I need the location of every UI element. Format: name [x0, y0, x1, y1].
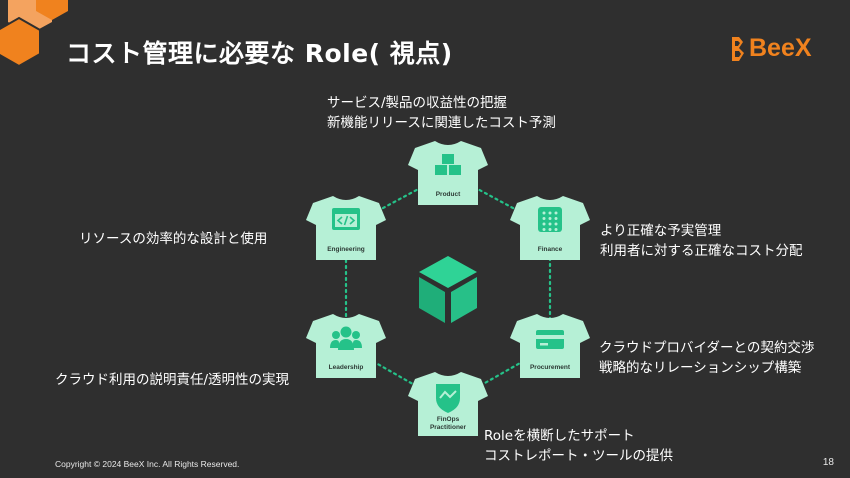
person-head-left	[332, 331, 340, 339]
finance-description: より正確な予実管理 利用者に対する正確なコスト分配	[600, 221, 803, 261]
procurement-description: クラウドプロバイダーとの契約交渉 戦略的なリレーションシップ構築	[599, 338, 814, 378]
box-left	[435, 165, 447, 175]
page-title: コスト管理に必要な Role( 視点)	[66, 39, 453, 68]
box-right	[449, 165, 461, 175]
role-finance-label: Finance	[538, 246, 563, 253]
boxes-icon	[435, 154, 461, 175]
hexagon-accent	[36, 0, 68, 20]
finance-description-line-2: 利用者に対する正確なコスト分配	[600, 243, 803, 259]
copyright-text: Copyright © 2024 BeeX Inc. All Rights Re…	[55, 459, 240, 469]
calculator-key	[548, 217, 552, 220]
procurement-description-line-2: 戦略的なリレーションシップ構築	[599, 360, 802, 376]
card-stripe	[536, 335, 564, 339]
procurement-description-line-1: クラウドプロバイダーとの契約交渉	[599, 340, 815, 356]
product-description: サービス/製品の収益性の把握 新機能リリースに関連したコスト予測	[327, 93, 556, 133]
leadership-description-line-1: クラウド利用の説明責任/透明性の実現	[55, 372, 290, 388]
card-body	[536, 330, 564, 349]
person-body-right	[353, 340, 362, 348]
box-top	[442, 154, 454, 164]
engineering-description-line-1: リソースの効率的な設計と使用	[79, 231, 268, 247]
person-body-center	[338, 339, 354, 350]
finops-description-line-2: コストレポート・ツールの提供	[484, 448, 673, 464]
calculator-key	[542, 222, 546, 226]
leadership-description: クラウド利用の説明責任/透明性の実現	[55, 370, 289, 390]
finance-description-line-1: より正確な予実管理	[600, 223, 722, 239]
cube-left	[419, 277, 445, 323]
role-procurement-label: Procurement	[530, 364, 571, 371]
calculator-key	[554, 222, 558, 226]
person-head-center	[340, 326, 352, 338]
role-leadership-label: Leadership	[329, 364, 364, 371]
logo-text: BeeX	[749, 34, 812, 62]
role-procurement: Procurement	[510, 314, 590, 378]
role-finops-label-2: Practitioner	[430, 424, 467, 431]
role-finance: Finance	[510, 196, 590, 260]
person-body-left	[330, 340, 339, 348]
role-engineering-label: Engineering	[327, 246, 365, 253]
role-product-label: Product	[436, 191, 461, 198]
calculator-key	[554, 228, 558, 231]
shirt-shape	[408, 141, 488, 205]
beex-logo: BeeX	[729, 34, 812, 63]
cube-icon	[419, 256, 477, 323]
role-product: Product	[408, 141, 488, 205]
product-description-line-2: 新機能リリースに関連したコスト予測	[327, 115, 556, 131]
calculator-key	[542, 228, 546, 231]
calculator-key	[542, 217, 546, 220]
code-brackets	[336, 215, 356, 226]
calculator-key	[554, 211, 558, 215]
engineering-description: リソースの効率的な設計と使用	[79, 229, 267, 249]
code-icon	[332, 208, 360, 230]
hexagon-mid	[0, 16, 41, 68]
page-number: 18	[822, 457, 834, 468]
role-finops-label: FinOps	[437, 416, 460, 423]
shield-trend	[439, 390, 457, 399]
person-head-right	[352, 331, 360, 339]
calculator-key	[548, 222, 552, 226]
finops-description: Roleを横断したサポート コストレポート・ツールの提供	[484, 426, 673, 466]
product-description-line-1: サービス/製品の収益性の把握	[327, 95, 508, 111]
role-engineering: Engineering	[306, 196, 386, 260]
calculator-key	[542, 211, 546, 215]
credit-card-icon	[536, 330, 564, 349]
shield-body	[436, 384, 460, 413]
cube-right	[451, 277, 477, 323]
calculator-icon	[538, 207, 562, 232]
role-leadership: Leadership	[306, 314, 386, 378]
calculator-key	[548, 228, 552, 231]
cube-top	[419, 256, 477, 288]
finops-description-line-1: Roleを横断したサポート	[484, 428, 635, 444]
calculator-key	[554, 217, 558, 220]
bee-mark-icon	[732, 36, 744, 61]
people-icon	[330, 326, 362, 350]
card-chip	[540, 343, 548, 346]
calculator-key	[548, 211, 552, 215]
shield-icon	[436, 384, 460, 413]
